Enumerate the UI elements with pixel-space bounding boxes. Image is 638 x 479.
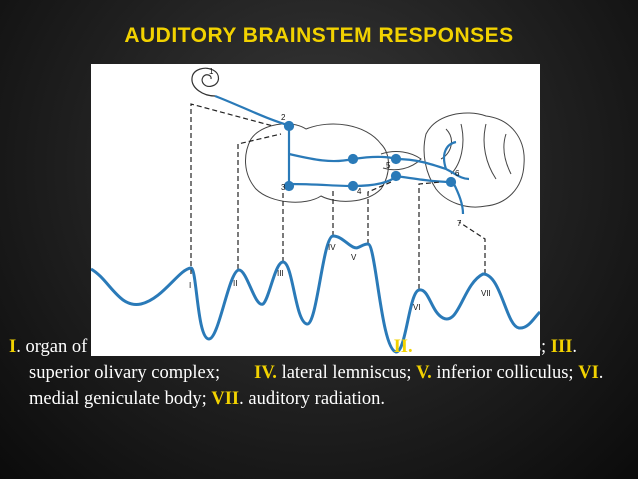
pathway-number-6: 6 [455,169,460,178]
wave-label-4: IV [328,243,336,252]
caption-text-2: cochlear nucleus; [412,337,551,357]
pathway-number-3: 3 [281,183,286,192]
numeral-2: II. [393,337,413,357]
wave-label-7: VII [481,289,491,298]
pathway-number-7: 7 [457,219,462,228]
caption-paragraph: I. organ of Corti and extracranial crani… [9,334,631,412]
numeral-3: III [550,337,573,357]
caption-text-1: . organ of Corti and extracranial crania… [16,337,394,357]
auditory-pathway [214,94,470,215]
dashed-leader-lines [190,103,486,289]
wave-labels: I II III IV V VI VII [189,243,491,312]
caption: I. organ of Corti and extracranial crani… [9,334,631,412]
numeral-5: V. [416,363,432,383]
numeral-1: I [9,337,17,357]
brainstem-outline [245,123,422,203]
pathway-number-1: 1 [209,67,214,76]
caption-text-6: . medial geniculate body; [29,363,604,409]
cochlea-icon [191,67,220,97]
wave-label-3: III [277,269,284,278]
pathway-number-2: 2 [281,113,286,122]
pathway-number-4: 4 [357,187,362,196]
caption-text-4: lateral lemniscus; [276,363,417,383]
slide-title: AUDITORY BRAINSTEM RESPONSES [124,24,514,47]
pathway-number-labels: 1 2 3 4 5 6 7 [209,67,462,228]
pathway-diagram: 1 2 3 4 5 6 7 I II III IV V VI VI [91,67,540,354]
pathway-number-5: 5 [386,161,391,170]
numeral-6: VI [578,363,599,383]
caption-text-7: . auditory radiation. [239,389,386,409]
brain-outline [423,112,525,208]
wave-label-5: V [351,253,357,262]
caption-text-5: inferior colliculus; [431,363,579,383]
wave-label-1: I [189,281,191,290]
auditory-pathway-figure: 1 2 3 4 5 6 7 I II III IV V VI VI [91,64,540,356]
numeral-7: VII [211,389,240,409]
abr-waveform [91,234,540,354]
wave-label-6: VI [413,303,421,312]
caption-text-3: . superior olivary complex; [29,337,578,383]
wave-label-2: II [233,279,237,288]
numeral-4: IV. [254,363,277,383]
